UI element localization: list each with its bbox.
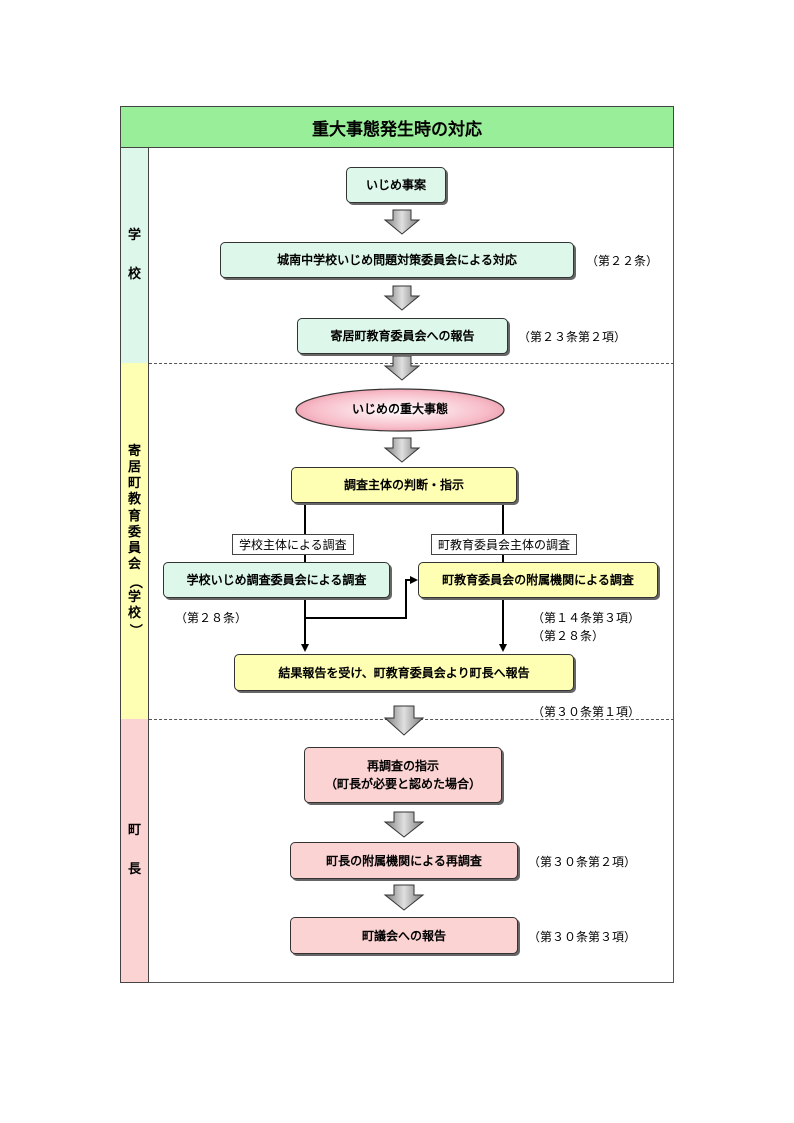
lane-school-label: 学校	[128, 228, 141, 283]
lane-char: 委	[127, 524, 141, 540]
lane-char: 学	[127, 228, 141, 244]
box-council-report: 町議会への報告	[290, 917, 518, 954]
cross-connector	[305, 576, 418, 619]
lane-char: 教	[127, 492, 141, 508]
box-committee: 城南中学校いじめ問題対策委員会による対応	[220, 242, 574, 278]
sublabel-school-led: 学校主体による調査	[232, 534, 354, 555]
lane-char: 学	[127, 589, 141, 605]
note-art28-right: （第２８条）	[532, 629, 605, 643]
lane-char: 育	[127, 508, 141, 524]
lane-char: 会	[127, 557, 141, 573]
box-board-survey: 町教育委員会の附属機関による調査	[418, 562, 658, 598]
block-arrow-4	[383, 437, 421, 463]
box-school-survey: 学校いじめ調査委員会による調査	[163, 562, 390, 598]
block-arrow-2	[383, 285, 421, 311]
lane-char: 校	[127, 266, 141, 282]
serious-incident-oval	[295, 388, 505, 432]
resurvey-line1: 再調査の指示	[366, 759, 439, 773]
box-ijime-jian: いじめ事案	[346, 167, 446, 203]
lane-school: 学校	[120, 148, 149, 363]
lane-board: 寄居町教育委員会（学校）	[120, 363, 149, 719]
note-art30-1: （第３０条第１項）	[532, 705, 641, 719]
lane-mayor-label: 町長	[128, 823, 141, 878]
note-art22: （第２２条）	[586, 254, 659, 268]
block-arrow-7	[383, 884, 425, 911]
page-title: 重大事態発生時の対応	[120, 106, 674, 148]
sublabel-board-led: 町教育委員会主体の調査	[431, 534, 578, 555]
block-arrow-3	[383, 355, 421, 381]
block-arrow-1	[383, 209, 421, 235]
lane-board-label: 寄居町教育委員会（学校）	[127, 443, 143, 639]
lane-char: 居	[127, 459, 141, 475]
block-arrow-5	[383, 705, 425, 736]
lane-char: 町	[127, 476, 141, 491]
lane-char: 町	[127, 823, 141, 839]
lane-char: 寄	[127, 443, 141, 459]
box-judgement: 調査主体の判断・指示	[291, 467, 517, 503]
note-art23: （第２３条第２項）	[518, 330, 627, 344]
note-art28-left: （第２８条）	[175, 611, 248, 625]
block-arrow-6	[383, 811, 425, 838]
box-mayor-resurvey: 町長の附属機関による再調査	[290, 842, 518, 879]
lane-char: 校	[127, 606, 141, 621]
box-resurvey-instruction: 再調査の指示 （町長が必要と認めた場合）	[304, 747, 502, 803]
lane-char: 長	[127, 861, 141, 877]
oval-label: いじめの重大事態	[351, 402, 448, 416]
note-art30-3: （第３０条第３項）	[528, 930, 637, 944]
box-result-report: 結果報告を受け、町教育委員会より町長へ報告	[234, 654, 574, 691]
lane-mayor: 町長	[120, 719, 149, 983]
note-art30-2: （第３０条第２項）	[528, 855, 637, 869]
box-report-board: 寄居町教育委員会への報告	[297, 318, 508, 354]
lane-char: 員	[127, 541, 141, 556]
note-art14: （第１４条第３項）	[532, 611, 641, 625]
resurvey-line2: （町長が必要と認めた場合）	[324, 777, 481, 791]
